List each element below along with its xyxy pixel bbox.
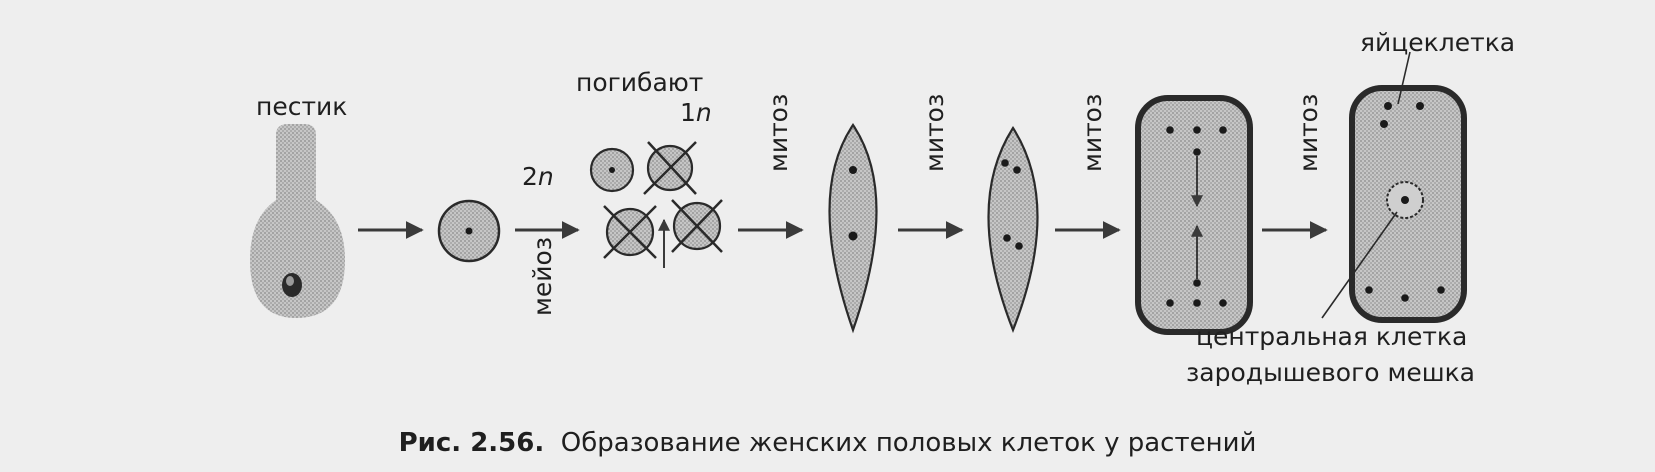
caption-text: Образование женских половых клеток у рас…: [560, 428, 1257, 458]
meiosis-label: мейоз: [528, 236, 557, 316]
ploidy-2n-label: 2n: [522, 164, 554, 189]
mitosis-label-4: митоз: [1294, 93, 1323, 172]
ploidy-1n-number: 1: [680, 98, 696, 127]
ploidy-2n-number: 2: [522, 162, 538, 191]
mitosis-label-3: митоз: [1078, 93, 1107, 172]
mitosis-label-1: митоз: [764, 93, 793, 172]
central-cell-label-line2: зародышевого мешка: [1186, 358, 1476, 387]
embryo-sac-8-nuclei: [1135, 95, 1253, 335]
caption-number: Рис. 2.56.: [398, 428, 545, 458]
mature-embryo-sac: [1321, 51, 1467, 323]
egg-cell-label: яйцеклетка: [1360, 28, 1516, 57]
central-cell-label-line1: центральная клетка: [1196, 322, 1468, 351]
embryo-sac-2n: [987, 125, 1039, 334]
mother-cell: [437, 199, 501, 263]
mitosis-label-2: митоз: [920, 93, 949, 172]
pistil-shape: [250, 124, 345, 318]
pistil-label: пестик: [256, 92, 348, 121]
perish-label: погибают: [576, 68, 704, 97]
embryo-sac-1n: [828, 123, 878, 334]
figure-caption: Рис. 2.56. Образование женских половых к…: [0, 428, 1655, 458]
ploidy-1n-symbol: n: [695, 98, 712, 127]
ploidy-1n-label: 1n: [680, 100, 712, 125]
tetrad: [589, 141, 723, 268]
ploidy-2n-symbol: n: [537, 162, 554, 191]
